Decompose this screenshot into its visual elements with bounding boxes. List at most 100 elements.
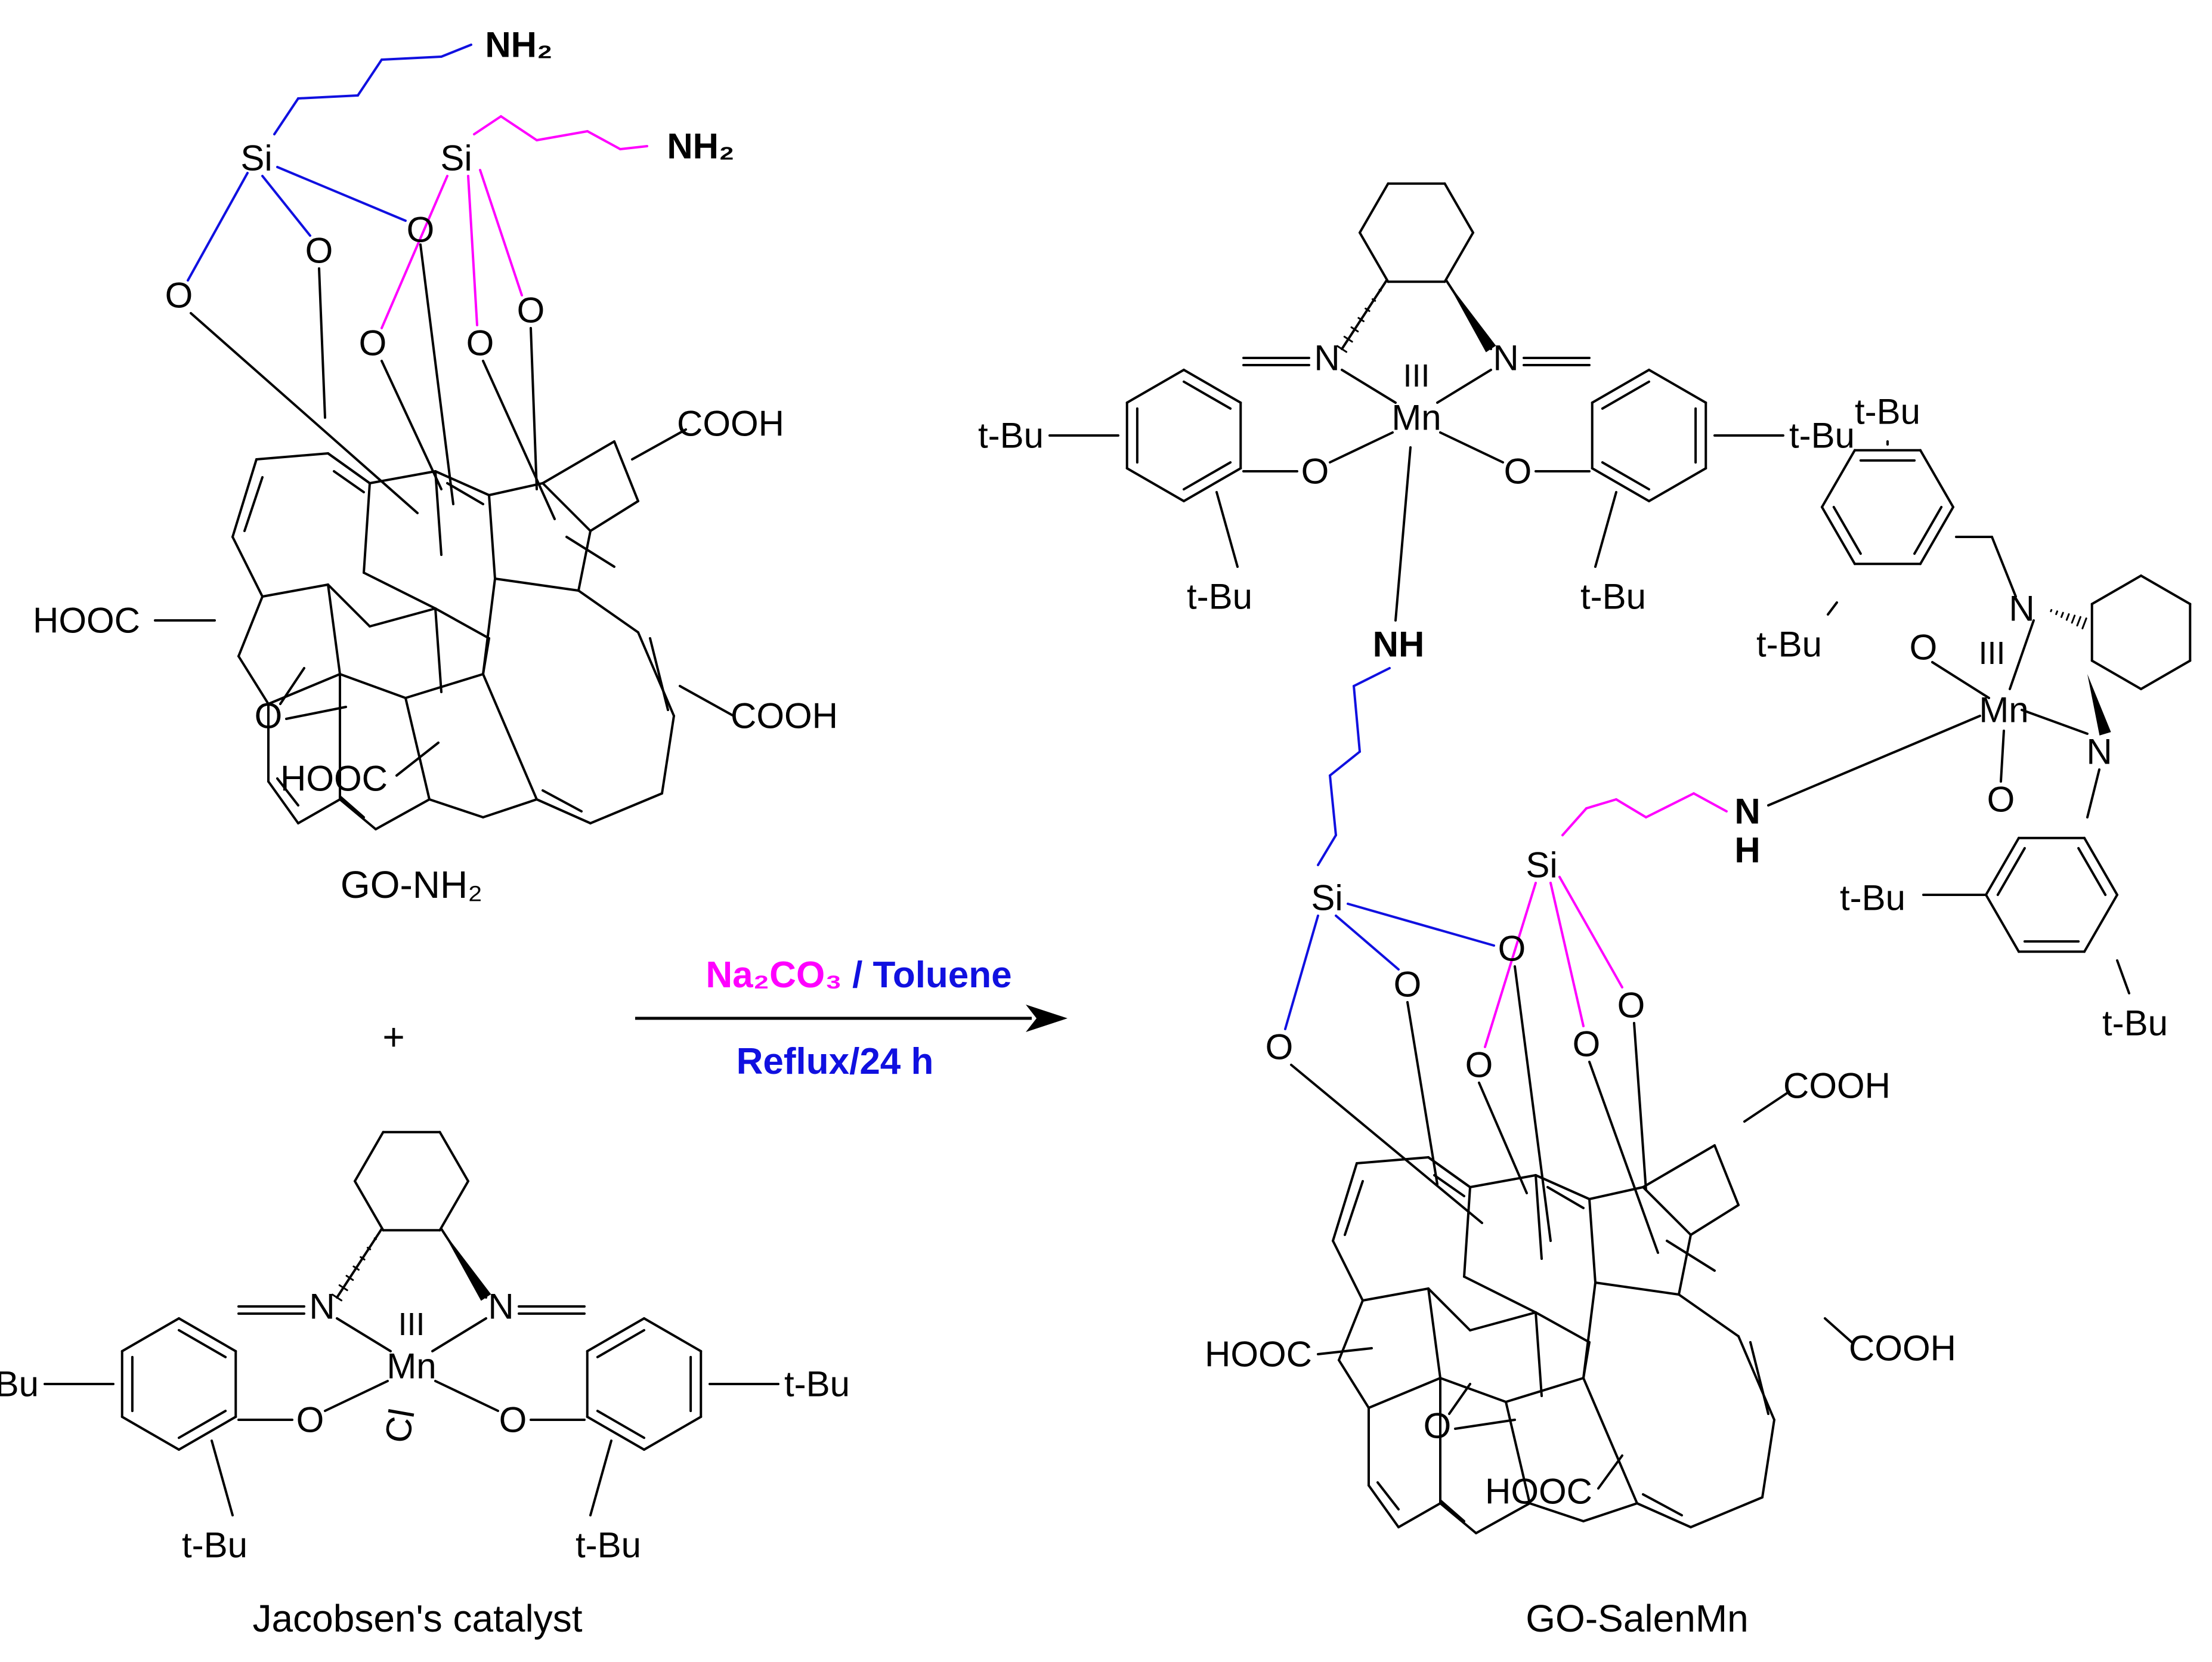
- siloxane-o-4: O: [165, 276, 193, 316]
- bond-289: [1713, 1144, 1740, 1206]
- bond-105: [178, 1329, 227, 1358]
- bond-151: [1125, 369, 1185, 404]
- carboxyl-11: HOOC: [33, 601, 140, 641]
- bond-5: [473, 115, 502, 135]
- bond-124: [360, 1256, 366, 1261]
- bond-80: [279, 667, 305, 705]
- bond-175: [1343, 335, 1353, 343]
- bond-247: [1469, 1174, 1537, 1188]
- bond-44: [661, 715, 675, 795]
- epoxide-o-61: O: [1424, 1406, 1452, 1446]
- siloxane-o-53: O: [1498, 929, 1526, 969]
- bond-275: [1368, 1484, 1400, 1528]
- bond-284: [1594, 1281, 1680, 1296]
- reaction-conditions-top: Na₂CO₃ / Toluene: [706, 954, 1011, 996]
- bond-202: [2009, 619, 2035, 690]
- bond-67: [589, 500, 639, 532]
- bond-244: [1633, 1022, 1647, 1191]
- tbu-group-23: t-Bu: [182, 1525, 248, 1565]
- bond-291: [1344, 1180, 1364, 1236]
- bond-35: [327, 452, 371, 484]
- bond-221: [1394, 446, 1412, 622]
- bond-208: [2086, 768, 2100, 818]
- secondary-amine-48: H: [1734, 830, 1760, 870]
- bond-304: [1454, 1419, 1516, 1430]
- bond-301: [1824, 1317, 1853, 1343]
- bond-146: [1183, 467, 1242, 502]
- bond-300: [1317, 1347, 1373, 1355]
- bond-69: [333, 470, 365, 493]
- bond-66: [613, 440, 639, 502]
- silicon-1: Si: [440, 138, 472, 178]
- bond-7: [536, 130, 589, 141]
- bond-229: [1645, 792, 1695, 818]
- bond-50: [339, 798, 377, 830]
- bond-96: [324, 1380, 389, 1412]
- bond-73: [542, 789, 583, 813]
- product-label: GO-SalenMn: [1526, 1597, 1748, 1640]
- bond-75: [276, 777, 299, 807]
- imine-n-15: N: [309, 1287, 335, 1327]
- siloxane-o-56: O: [1617, 986, 1645, 1025]
- bond-152: [1183, 369, 1242, 404]
- oxidation-state-18: III: [398, 1306, 425, 1342]
- bond-174: [1350, 326, 1359, 333]
- carboxyl-13: HOOC: [280, 759, 388, 799]
- solvent-toluene: Toluene: [873, 954, 1012, 996]
- bond-52: [267, 780, 299, 824]
- bond-260: [1463, 1275, 1537, 1314]
- bond-168: [1215, 491, 1239, 568]
- secondary-amine-47: N: [1734, 792, 1760, 832]
- siloxane-o-51: O: [1266, 1027, 1294, 1067]
- siloxane-o-7: O: [359, 323, 387, 363]
- bond-193: [2083, 894, 2118, 953]
- siloxane-o-5: O: [305, 231, 333, 271]
- bond-21: [530, 327, 538, 490]
- bond-15: [479, 169, 523, 296]
- bond-173: [1357, 317, 1365, 323]
- bond-288: [1642, 1144, 1716, 1188]
- bond-224: [1329, 750, 1361, 777]
- imine-n-16: N: [488, 1287, 513, 1327]
- bond-130: [1443, 231, 1474, 283]
- siloxane-o-52: O: [1394, 965, 1422, 1005]
- bond-144: [1329, 431, 1394, 464]
- bond-226: [1317, 834, 1337, 866]
- bond-81: [285, 706, 347, 720]
- bond-241: [1514, 965, 1552, 1242]
- bond-250: [1332, 1162, 1358, 1242]
- bond-87: [438, 1130, 469, 1182]
- bond-94: [336, 1317, 392, 1352]
- bond-205: [2000, 730, 2005, 783]
- bond-145: [1439, 431, 1504, 464]
- bond-132: [1359, 231, 1390, 283]
- bond-76: [631, 428, 687, 461]
- bond-296: [1642, 1493, 1683, 1516]
- bond-107: [643, 1416, 703, 1451]
- bond-236: [1484, 882, 1537, 1048]
- bond-259: [1463, 1186, 1471, 1278]
- manganese-17: Mn: [386, 1346, 436, 1386]
- bond-97: [434, 1380, 499, 1412]
- bond-31: [261, 583, 329, 598]
- bond-51: [297, 798, 341, 824]
- bond-181: [2090, 574, 2142, 606]
- bond-133: [1359, 182, 1390, 234]
- bond-251: [1332, 1240, 1364, 1302]
- bond-172: [1365, 307, 1370, 312]
- bond-125: [352, 1265, 360, 1271]
- bond-12: [276, 166, 407, 222]
- amine-2: NH₂: [485, 25, 552, 65]
- carboxyl-58: HOOC: [1205, 1334, 1312, 1374]
- bond-203: [2021, 709, 2089, 735]
- bond-273: [1439, 1502, 1477, 1534]
- imine-n-38: N: [2009, 589, 2034, 629]
- bond-25: [434, 470, 490, 496]
- bond-32: [327, 583, 371, 628]
- bond-10: [187, 172, 249, 282]
- reaction-arrow: [635, 1005, 1068, 1032]
- phenoxide-o-40: O: [1910, 628, 1938, 668]
- wedge-bond-129: [441, 1229, 491, 1301]
